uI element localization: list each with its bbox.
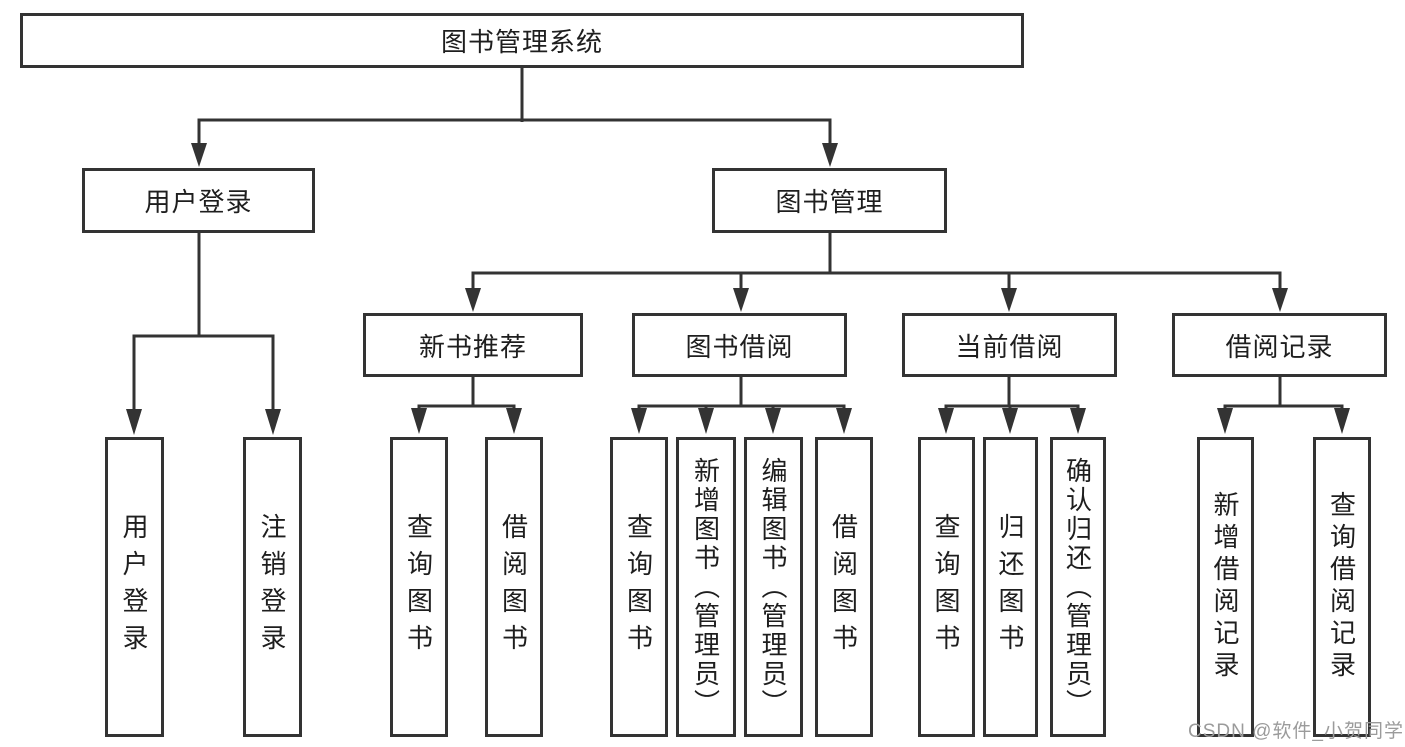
- node-label: 借阅图书: [828, 513, 859, 661]
- node-query-books-borrowing: 查询图书: [610, 437, 668, 737]
- node-label: 借阅记录: [1225, 331, 1334, 362]
- node-new-book-recommend: 新书推荐: [363, 313, 583, 377]
- node-query-borrow-record: 查询借阅记录: [1313, 437, 1371, 737]
- arrowhead: [1070, 408, 1086, 434]
- node-borrow-books-recommend: 借阅图书: [485, 437, 543, 737]
- arrowhead: [733, 288, 749, 312]
- node-add-borrow-record: 新增借阅记录: [1197, 437, 1254, 737]
- arrowhead: [822, 143, 838, 167]
- arrowhead: [1002, 408, 1018, 434]
- node-label: 查询图书: [931, 513, 961, 661]
- node-label: 新增图书（管理员）: [690, 456, 721, 718]
- arrowhead: [938, 408, 954, 434]
- arrowhead: [698, 408, 714, 434]
- arrowhead: [631, 408, 647, 434]
- node-label: 当前借阅: [955, 331, 1064, 362]
- arrowhead: [265, 409, 281, 435]
- node-label: 编辑图书（管理员）: [758, 456, 788, 718]
- node-label: 归还图书: [995, 513, 1025, 661]
- node-label: 注销登录: [257, 513, 287, 661]
- node-library-system: 图书管理系统: [20, 13, 1024, 68]
- arrowhead: [1334, 408, 1350, 434]
- arrowhead: [411, 408, 427, 434]
- node-label: 图书管理: [775, 187, 884, 217]
- node-label: 图书借阅: [685, 331, 794, 362]
- arrowhead: [836, 408, 852, 434]
- node-query-books-recommend: 查询图书: [390, 437, 448, 737]
- arrowhead: [1217, 408, 1233, 434]
- arrowhead: [1001, 288, 1017, 312]
- arrowhead: [1272, 288, 1288, 312]
- node-label: 借阅图书: [498, 513, 529, 661]
- arrowhead: [465, 288, 481, 312]
- connector-line: [197, 118, 832, 146]
- node-label: 用户登录: [119, 513, 149, 661]
- node-current-borrowing: 当前借阅: [902, 313, 1117, 377]
- connector-line: [1223, 404, 1344, 410]
- arrowhead: [126, 409, 142, 435]
- watermark: CSDN @软件_小贺同学: [1188, 721, 1404, 742]
- node-label: 查询图书: [623, 513, 654, 661]
- arrowhead: [191, 143, 207, 167]
- node-user-login-leaf: 用户登录: [105, 437, 164, 737]
- node-label: 新书推荐: [418, 331, 527, 362]
- connector-line: [471, 271, 1282, 291]
- connector-line: [637, 404, 846, 410]
- node-book-borrowing: 图书借阅: [632, 313, 847, 377]
- connector-line: [132, 334, 275, 412]
- arrowhead: [506, 408, 522, 434]
- node-query-books-current: 查询图书: [918, 437, 975, 737]
- node-logout: 注销登录: [243, 437, 302, 737]
- node-borrow-books-leaf: 借阅图书: [815, 437, 873, 737]
- node-label: 查询图书: [403, 513, 434, 661]
- node-label: 图书管理系统: [440, 27, 603, 57]
- node-label: 新增借阅记录: [1210, 491, 1240, 683]
- node-label: 用户登录: [144, 187, 253, 217]
- node-return-book: 归还图书: [983, 437, 1038, 737]
- node-confirm-return-admin: 确认归还（管理员）: [1050, 437, 1106, 737]
- node-label: 查询借阅记录: [1326, 491, 1357, 683]
- node-user-login: 用户登录: [82, 168, 315, 233]
- node-edit-book-admin: 编辑图书（管理员）: [744, 437, 803, 737]
- connector-line: [417, 404, 516, 410]
- node-add-book-admin: 新增图书（管理员）: [676, 437, 736, 737]
- arrowhead: [765, 408, 781, 434]
- node-label: 确认归还（管理员）: [1062, 456, 1093, 718]
- node-book-management: 图书管理: [712, 168, 947, 233]
- node-borrowing-records: 借阅记录: [1172, 313, 1387, 377]
